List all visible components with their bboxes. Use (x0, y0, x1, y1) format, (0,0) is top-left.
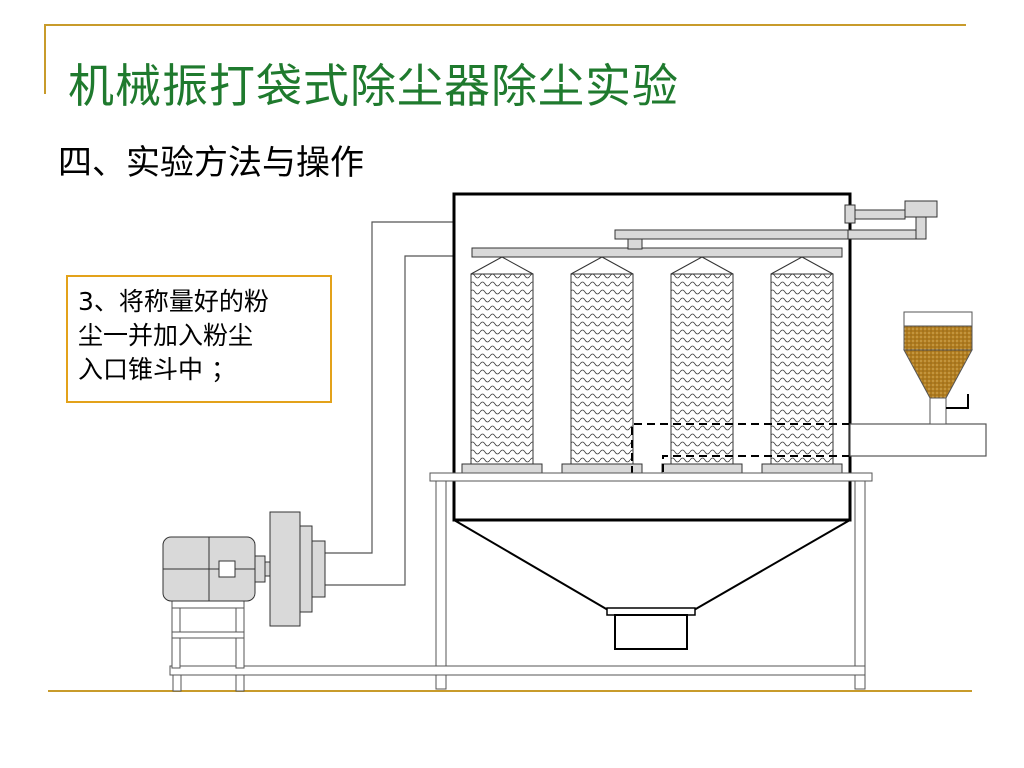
dust-hopper-icon (903, 311, 973, 425)
fan-motor-icon (162, 536, 266, 602)
left-rule (44, 24, 46, 94)
filter-bag-3 (661, 256, 743, 474)
step-note: 3、将称量好的粉 尘一并加入粉尘 入口锥斗中 ； (78, 287, 269, 384)
filter-bag-4 (761, 256, 843, 474)
blower-icon (264, 511, 326, 627)
duct-lines (325, 221, 455, 586)
motor-stand (171, 599, 245, 669)
note-box: 3、将称量好的粉 尘一并加入粉尘 入口锥斗中 ； (66, 275, 332, 403)
filter-bag-1 (461, 256, 543, 474)
inlet-duct (631, 423, 987, 480)
section-subtitle: 四、实验方法与操作 (58, 143, 364, 183)
filter-bag-2 (561, 256, 643, 474)
bottom-rule (48, 690, 972, 692)
top-rule (44, 24, 966, 26)
slide-title: 机械振打袋式除尘器除尘实验 (68, 59, 679, 113)
